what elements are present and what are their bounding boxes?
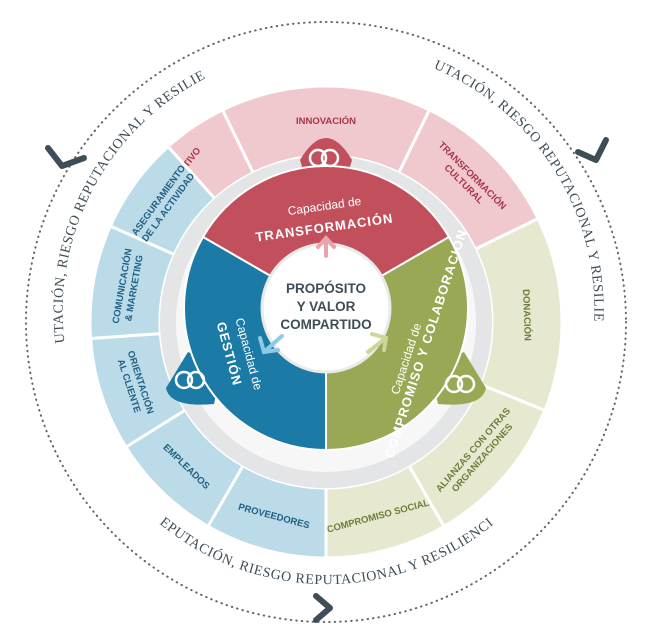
arrow-down-left-icon bbox=[258, 334, 284, 355]
rings-icon-right bbox=[444, 374, 476, 394]
arrow-up-icon bbox=[316, 234, 336, 258]
center-line-2: Y VALOR bbox=[297, 299, 356, 314]
center-line-3: COMPARTIDO bbox=[280, 317, 371, 332]
rings-icon-left bbox=[174, 370, 206, 390]
chevron-icon-bottom bbox=[313, 593, 333, 623]
center-line-1: PROPÓSITO bbox=[286, 281, 366, 296]
segment-label-innovacion: INNOVACIÓN bbox=[296, 115, 356, 127]
segments-ring: MODELO ORGANIZATIVOY OPERATIVOINNOVACIÓN… bbox=[88, 84, 564, 560]
chevron-icon-top-left bbox=[45, 145, 87, 169]
segment-label-line: INNOVACIÓN bbox=[296, 115, 356, 127]
chevron-icon-top-right bbox=[575, 137, 609, 163]
segment-label-donacion: DONACIÓN bbox=[520, 289, 534, 341]
outer-dotted-ring bbox=[25, 21, 627, 623]
rings-icon-top bbox=[308, 148, 340, 168]
arrow-down-right-icon bbox=[366, 332, 389, 354]
segment-label-line: DONACIÓN bbox=[520, 289, 534, 341]
